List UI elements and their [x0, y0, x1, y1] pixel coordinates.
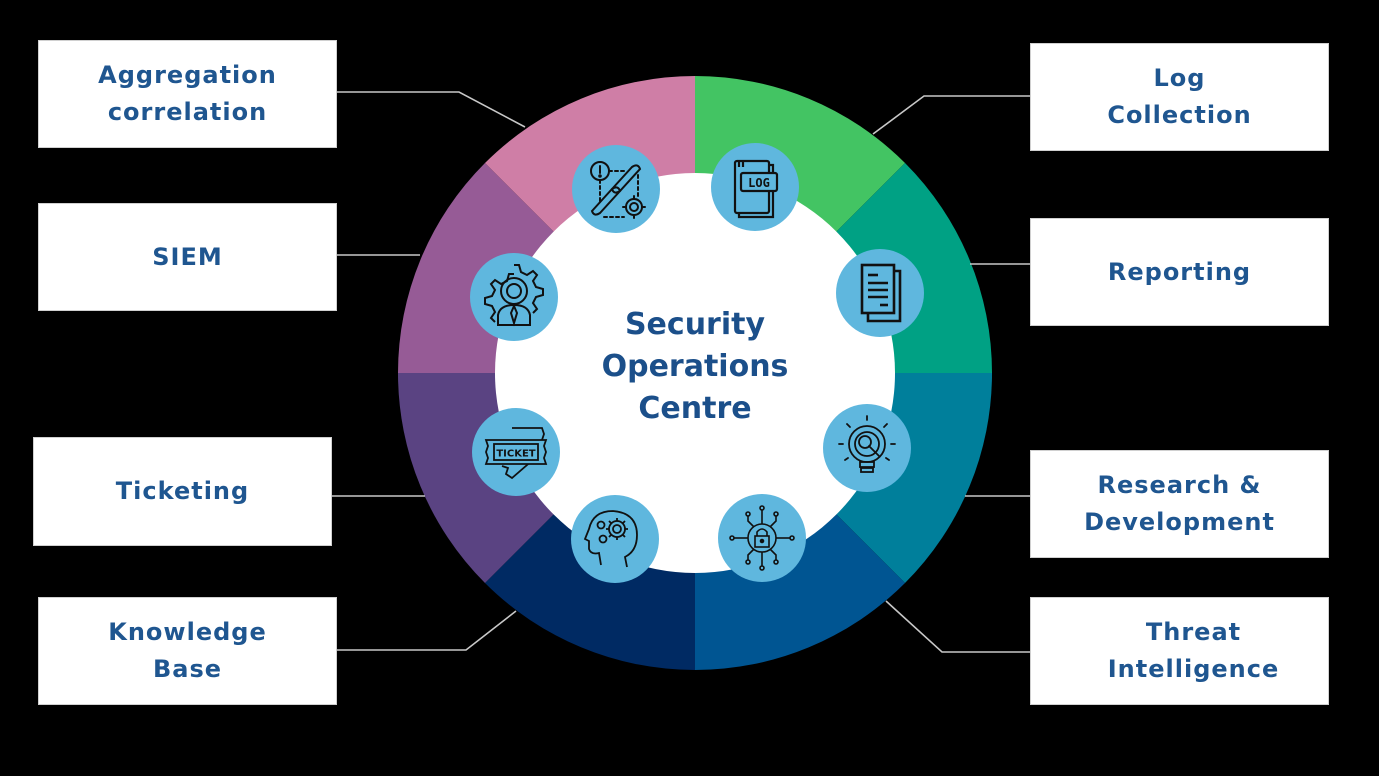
label-text: Log Collection: [1107, 64, 1252, 129]
documents-icon: [836, 249, 924, 337]
chain-link-gear-icon: [572, 145, 660, 233]
connector-log-collection: [872, 95, 1030, 135]
label-text: Reporting: [1107, 257, 1252, 286]
label-reporting: Reporting: [1030, 218, 1329, 326]
label-ticketing: Ticketing: [33, 437, 332, 546]
label-text: SIEM: [152, 242, 223, 271]
inner-circle: [495, 173, 895, 573]
label-log-collection: Log Collection: [1030, 43, 1329, 151]
svg-text:LOG: LOG: [748, 176, 770, 190]
label-knowledge-base: Knowledge Base: [38, 597, 337, 705]
label-text: Threat Intelligence: [1107, 618, 1280, 683]
head-gears-icon: [571, 495, 659, 583]
gear-person-icon: [470, 253, 558, 341]
connector-threat-intelligence: [885, 600, 1030, 653]
ticket-icon: TICKET: [472, 408, 560, 496]
connector-lines: [332, 91, 1030, 653]
label-research-development: Research & Development: [1030, 450, 1329, 558]
label-text: Research & Development: [1084, 471, 1275, 536]
lightbulb-gear-search-icon: [823, 404, 911, 492]
connector-knowledge-base: [336, 610, 517, 651]
connector-aggregation: [336, 91, 526, 128]
label-threat-intelligence: Threat Intelligence: [1030, 597, 1329, 705]
network-lock-icon: [718, 494, 806, 582]
svg-text:TICKET: TICKET: [496, 449, 535, 460]
center-title: Security Operations Centre: [601, 307, 789, 426]
label-text: Knowledge Base: [108, 618, 267, 683]
label-aggregation-correlation: Aggregation correlation: [38, 40, 337, 148]
log-file-icon: LOG: [711, 143, 799, 231]
label-siem: SIEM: [38, 203, 337, 311]
label-text: Aggregation correlation: [98, 61, 277, 126]
label-text: Ticketing: [115, 477, 250, 505]
